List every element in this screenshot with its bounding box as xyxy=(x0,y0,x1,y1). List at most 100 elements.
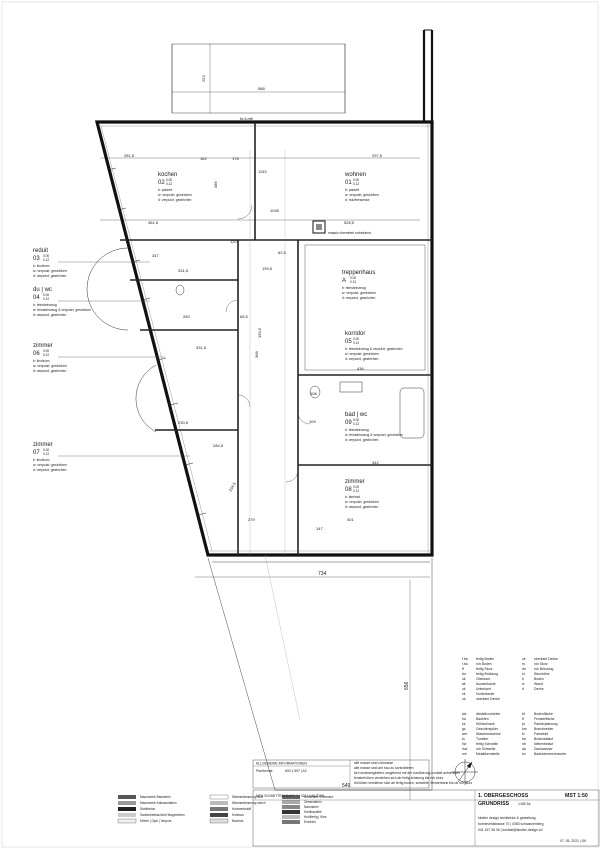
room-level-bottom: 0.12 xyxy=(353,422,359,426)
room-name: zimmer xyxy=(345,479,365,485)
abbr-value: Geschirrspüler xyxy=(476,727,499,731)
abbr-value: roh Boden xyxy=(476,662,492,666)
abbr-value: Badofen xyxy=(476,717,489,721)
swatch xyxy=(118,807,136,811)
room-code: 05 xyxy=(345,339,352,345)
abbr-value: oberkant Decke xyxy=(534,657,558,661)
room-spec: w: verputzt, gestrichen xyxy=(345,193,379,197)
dim-368: 368 xyxy=(254,351,259,358)
room-level-top: 0.00 xyxy=(43,254,49,258)
abbr-key: hw xyxy=(462,742,467,746)
chimney xyxy=(312,220,326,234)
abbr-value: Brandmelder xyxy=(534,727,554,731)
abbr-key: rsw xyxy=(462,747,468,751)
abbr-value: fertig Sturz xyxy=(476,667,493,671)
abbr-value: fertig Boden xyxy=(476,657,494,661)
abbr-key: bv xyxy=(522,752,526,756)
room-zimmer-06: zimmer 06 0.00 0.12 b: linoleum w: verpu… xyxy=(33,343,67,373)
abbr-value: Waschmaschine xyxy=(476,732,501,736)
room-bad-wc: bad | wc 09 0.00 0.12 b: feinsteinzeug w… xyxy=(345,412,403,442)
room-name: kochen xyxy=(158,172,177,178)
abbr-value: Decke xyxy=(534,687,544,691)
dim-347: 347 xyxy=(152,253,159,258)
dim-2815: 281,5 xyxy=(124,153,135,158)
dim-3315: 331,5 xyxy=(178,268,189,273)
abbr-key: gs xyxy=(462,727,466,731)
room-name: bad | wc xyxy=(345,412,367,418)
abbr-key: f.ba xyxy=(462,657,468,661)
swatch xyxy=(282,805,300,809)
room-code: 08 xyxy=(345,487,352,493)
floor-title: 1. OBERGESCHOSS xyxy=(478,793,529,799)
abbr-value: roh Brüstung xyxy=(534,667,554,671)
dim-655: 65,5 xyxy=(240,314,249,319)
abbr-value: Parkierplatzung xyxy=(534,722,558,726)
abbr-key: rs xyxy=(522,662,525,666)
abbr-value: oberkant Decke xyxy=(476,697,500,701)
room-zimmer-08: zimmer 08 0.00 0.12 b: laminat w: verput… xyxy=(345,479,379,509)
room-spec: b: feinsteinzeug & verputzt, gestrichen xyxy=(345,347,403,351)
room-level-bottom: 0.12 xyxy=(43,297,49,301)
info-value-format: 600 x 597 | A2 xyxy=(285,769,307,773)
dimension-lines xyxy=(100,44,430,800)
abbr-value: Sturzhöhe xyxy=(534,672,550,676)
swatch xyxy=(210,807,228,811)
room-spec: w: verputzt, gestrichen xyxy=(345,500,379,504)
dim-178: 178 xyxy=(232,156,239,161)
abbr-value: Fensterfläche xyxy=(534,717,555,721)
room-code: 01 xyxy=(345,180,352,186)
room-wohnen: wohnen 01 0.00 0.12 b: parkett w: verput… xyxy=(344,172,379,202)
axis-lines xyxy=(249,150,301,721)
room-level-top: 0.00 xyxy=(353,178,359,182)
project-name: MFH SCHMITTENHAUS | 1 | 4213 KNUTWIL xyxy=(256,794,325,798)
swatch xyxy=(118,813,136,817)
info-note: türhöhen verstehen sich ab fertig boden,… xyxy=(354,781,472,785)
swatch xyxy=(282,810,300,814)
abbr-value: Oberkant xyxy=(476,677,490,681)
building-walls xyxy=(94,29,434,557)
room-du-wc: du | wc 04 0.00 0.12 b: feinsteinzeug w:… xyxy=(33,287,91,317)
dim-1995: 199,5 xyxy=(262,266,273,271)
room-spec: b: linoleum xyxy=(33,264,50,268)
room-name: treppenhaus xyxy=(342,270,375,276)
door-swings xyxy=(225,204,311,483)
abbr-key: uk xyxy=(462,687,466,691)
chimney-note: massiv chemineé unbekannt xyxy=(328,231,371,235)
scale: MST 1:50 xyxy=(565,793,588,799)
legend-item: Kunststein | Element xyxy=(304,795,333,799)
room-spec: b: linoleum xyxy=(33,359,50,363)
room-spec: w: verputzt, gestrichen xyxy=(345,352,379,356)
room-level-top: 0.00 xyxy=(43,293,49,297)
abbr-key: ok xyxy=(462,697,466,701)
abbr-key: ff xyxy=(522,717,524,721)
room-level-bottom: 0.12 xyxy=(353,182,359,186)
plan-date: 07. 05. 2021 | DK xyxy=(560,839,587,843)
abbr-value: Nebenbelauf xyxy=(534,742,553,746)
legend-item: Stahlbeton xyxy=(140,807,155,811)
swatch xyxy=(117,818,137,824)
room-level-top: 0.00 xyxy=(350,276,356,280)
room-code: 09 xyxy=(345,420,352,426)
abbr-value: Aussenkante xyxy=(476,682,496,686)
legend-item: Holzwerkstoff xyxy=(232,807,251,811)
dim-588: 588 xyxy=(258,86,265,91)
room-spec: d: verputzt, gestrichen xyxy=(33,468,66,472)
plan-type: GRUNDRISS xyxy=(478,801,510,807)
room-zimmer-07: zimmer 07 0.00 0.12 b: linoleum w: verpu… xyxy=(33,442,67,472)
abbr-key: rbr xyxy=(462,672,467,676)
north-arrow-icon xyxy=(452,759,478,785)
bath-fixtures xyxy=(175,284,425,439)
room-name: du | wc xyxy=(33,287,52,293)
dim-2975: 297,5 xyxy=(372,153,383,158)
room-kochen: kochen 02 0.00 0.12 b: parkett w: verput… xyxy=(158,172,192,202)
room-spec: d: verputzt, gestrichen xyxy=(345,505,378,509)
abbr-key: ok xyxy=(462,677,466,681)
room-spec: d: verputzt, gestrichen xyxy=(158,198,191,202)
room-spec: b: parkett xyxy=(345,188,359,192)
room-spec: w: verputzt, gestrichen xyxy=(158,193,192,197)
room-name: zimmer xyxy=(33,343,53,349)
abbr-key: atz xyxy=(462,712,467,716)
dim-625: 62,5 xyxy=(278,250,287,255)
dim-279: 279 xyxy=(248,517,255,522)
dim-386: 386 xyxy=(213,181,218,188)
